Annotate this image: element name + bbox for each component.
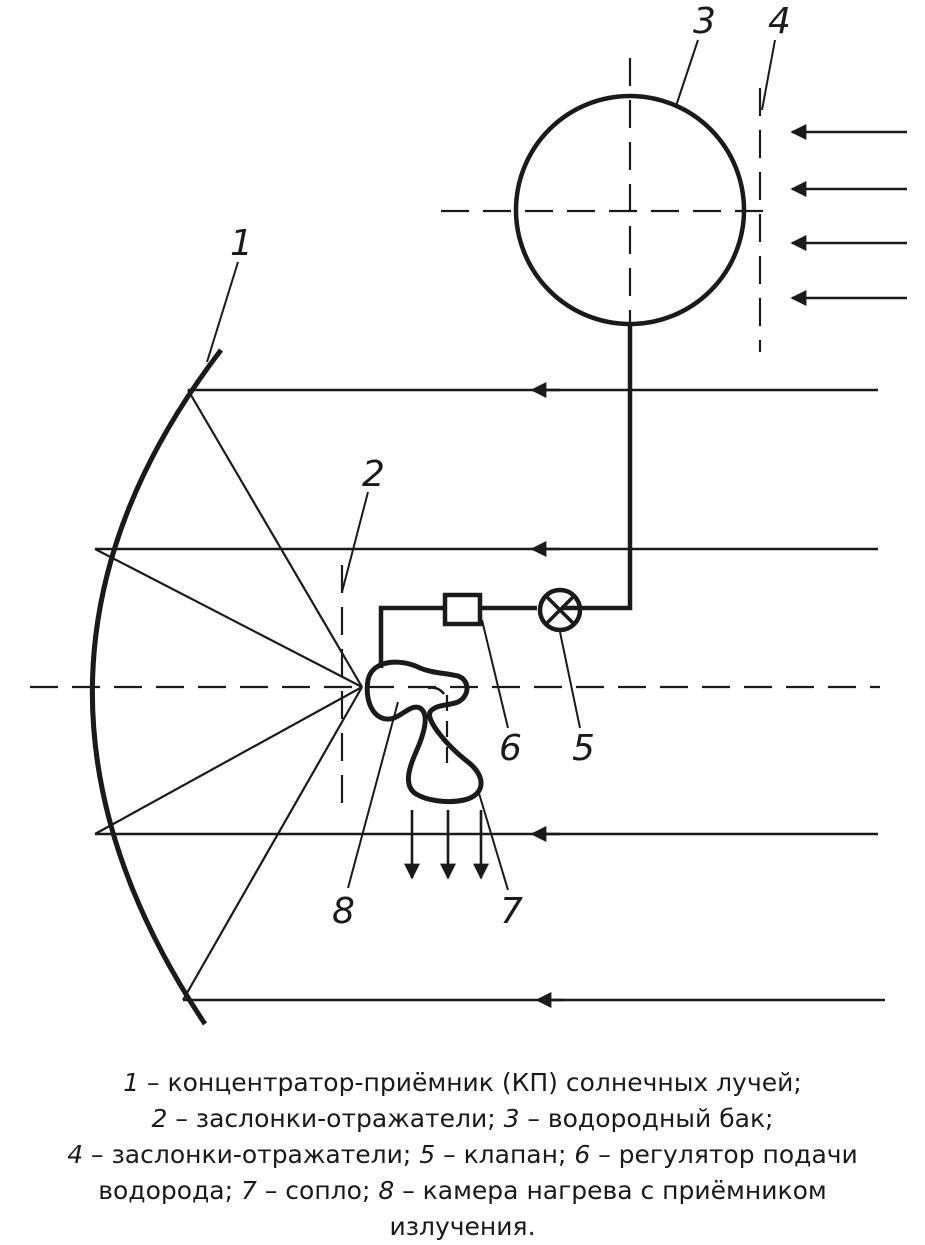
leader-2	[341, 491, 369, 593]
reflected-ray-4	[182, 686, 363, 1001]
label-7: 7	[500, 891, 523, 932]
caption-line-3: 4 – заслонки-отражатели; 5 – клапан; 6 –…	[0, 1137, 925, 1173]
heating-chamber-with-nozzle	[364, 659, 484, 805]
caption-num-7: 7	[241, 1176, 257, 1205]
caption-line-1: 1 – концентратор-приёмник (КП) солнечных…	[0, 1065, 925, 1101]
caption-text-2: – заслонки-отражатели;	[167, 1104, 504, 1133]
leader-5	[559, 631, 581, 729]
caption-text-6: – регулятор подачи	[590, 1140, 858, 1169]
pipe-regulator-to-chamber	[378, 605, 443, 668]
leader-1	[206, 261, 239, 363]
caption-line-2: 2 – заслонки-отражатели; 3 – водородный …	[0, 1101, 925, 1137]
caption-num-1: 1	[123, 1068, 140, 1097]
leader-8	[347, 701, 399, 889]
label-2: 2	[362, 454, 385, 495]
caption-text-1: – концентратор-приёмник (КП) солнечных л…	[139, 1068, 802, 1097]
leader-7	[477, 789, 509, 891]
caption-num-8: 8	[378, 1176, 395, 1205]
feed-regulator	[442, 592, 483, 627]
label-6: 6	[499, 728, 522, 769]
leader-6	[481, 619, 509, 729]
label-8: 8	[332, 891, 355, 932]
caption-line-4: водорода; 7 – сопло; 8 – камера нагрева …	[0, 1173, 925, 1209]
caption-num-2: 2	[151, 1104, 168, 1133]
leader-3	[675, 39, 699, 107]
valve	[537, 587, 583, 633]
caption-text-8b: излучения.	[389, 1212, 536, 1241]
caption-num-6: 6	[574, 1140, 591, 1169]
valve-cross-b	[544, 594, 576, 626]
caption-num-5: 5	[419, 1140, 436, 1169]
caption-text-5: – клапан;	[435, 1140, 575, 1169]
reflected-ray-3	[94, 686, 363, 835]
hydrogen-feed-pipe	[562, 324, 633, 611]
caption-text-8: – камера нагрева с приёмником	[394, 1176, 827, 1205]
concentrator-mirror	[90, 348, 223, 1026]
caption-num-4: 4	[67, 1140, 84, 1169]
caption-text-7: – сопло;	[256, 1176, 379, 1205]
label-5: 5	[572, 728, 595, 769]
leader-4	[761, 39, 776, 111]
caption-text-4: – заслонки-отражатели;	[83, 1140, 420, 1169]
nozzle-inner-mark	[427, 686, 445, 695]
reflected-ray-2	[94, 548, 363, 688]
caption-text-6b: водорода;	[98, 1176, 241, 1205]
caption-text-3: – водородный бак;	[519, 1104, 774, 1133]
figure-caption: 1 – концентратор-приёмник (КП) солнечных…	[0, 1065, 925, 1245]
label-3: 3	[693, 1, 716, 42]
caption-num-3: 3	[503, 1104, 520, 1133]
label-4: 4	[768, 1, 791, 42]
caption-line-5: излучения.	[0, 1209, 925, 1245]
reflected-ray-1	[187, 389, 363, 688]
label-1: 1	[230, 223, 253, 264]
